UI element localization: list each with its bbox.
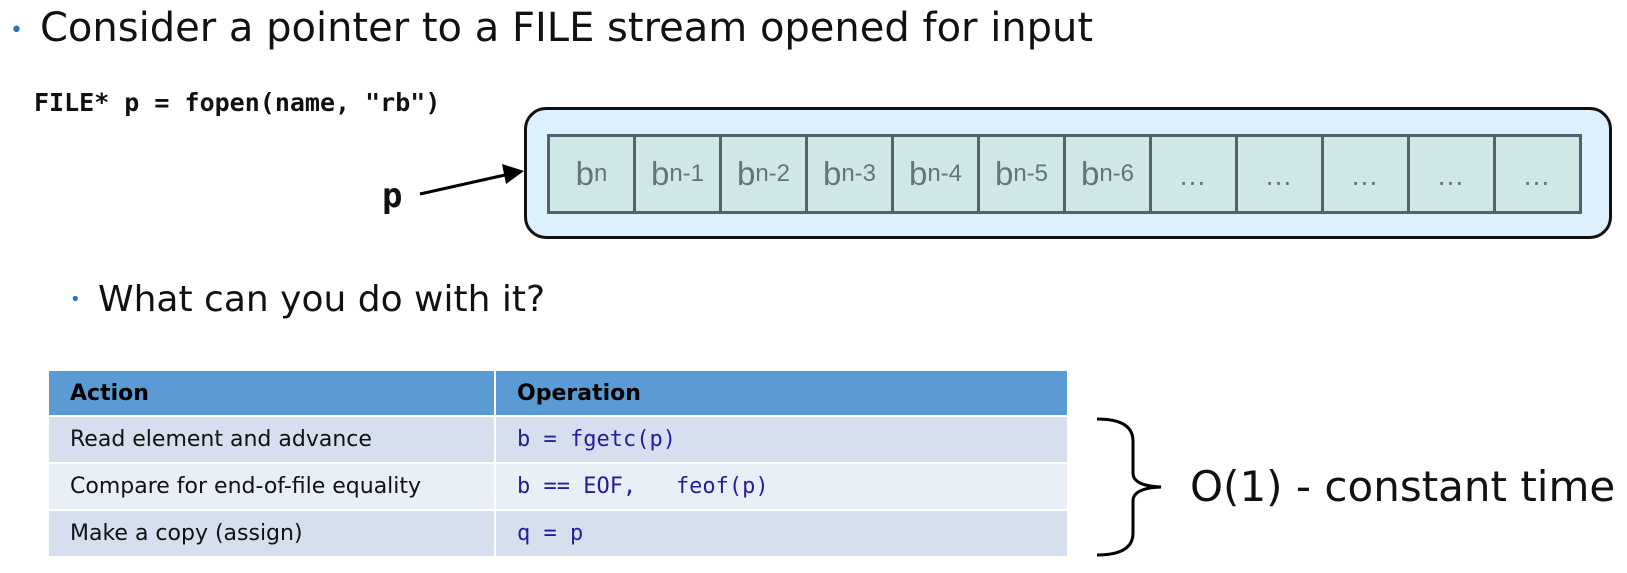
stream-cell-base: b	[736, 155, 756, 192]
pointer-label: p	[382, 176, 403, 216]
stream-cell-subscript: n	[594, 160, 608, 187]
stream-cell-base: b	[650, 155, 670, 192]
stream-cell-ellipsis: …	[1350, 160, 1381, 191]
stream-cell: …	[1324, 137, 1407, 211]
stream-cell-base: b	[575, 155, 594, 192]
sub-bullet-text: What can you do with it?	[98, 279, 546, 320]
stream-cell: …	[1410, 137, 1493, 211]
stream-cell-base: b	[908, 155, 928, 192]
table-row: Read element and advance b = fgetc(p)	[49, 415, 1069, 463]
table-header-row: Action Operation	[49, 371, 1069, 416]
stream-cell-subscript: n-1	[669, 160, 705, 187]
header-action: Action	[49, 371, 496, 416]
sub-bullet-marker: •	[70, 289, 81, 310]
table-row: Compare for end-of-file equality b == EO…	[49, 462, 1069, 510]
operation-cell: b == EOF, feof(p)	[495, 462, 1069, 510]
operation-cell: q = p	[495, 509, 1069, 556]
stream-cell-ellipsis: …	[1264, 160, 1295, 191]
bullet-marker: •	[10, 18, 23, 43]
stream-cell-subscript: n-2	[755, 160, 791, 187]
right-curly-brace	[1096, 417, 1162, 557]
operation-cell: b = fgetc(p)	[495, 415, 1069, 463]
stream-cell-base: b	[1080, 155, 1100, 192]
stream-cell-subscript: n-3	[841, 160, 877, 187]
stream-cell-ellipsis: …	[1436, 160, 1467, 191]
stream-cell: …	[1238, 137, 1321, 211]
slide-heading: Consider a pointer to a FILE stream open…	[40, 5, 1094, 51]
action-cell: Compare for end-of-file equality	[49, 462, 496, 510]
stream-cell-base: b	[822, 155, 842, 192]
action-cell: Make a copy (assign)	[49, 509, 496, 556]
action-cell: Read element and advance	[49, 415, 496, 463]
stream-cell-ellipsis: …	[1178, 160, 1209, 191]
complexity-label: O(1) - constant time	[1190, 462, 1616, 511]
stream-cell-subscript: n-6	[1099, 160, 1135, 187]
table-row: Make a copy (assign) q = p	[49, 509, 1069, 556]
operations-table: Action Operation Read element and advanc…	[49, 371, 1069, 556]
stream-cell: …	[1152, 137, 1235, 211]
stream-cell-subscript: n-4	[927, 160, 963, 187]
stream-cell: …	[1496, 137, 1579, 211]
header-operation: Operation	[495, 371, 1069, 416]
fopen-code-line: FILE* p = fopen(name, "rb")	[34, 88, 441, 117]
stream-cell-base: b	[994, 155, 1014, 192]
stream-cell-subscript: n-5	[1013, 160, 1049, 187]
stream-cell-ellipsis: …	[1522, 160, 1553, 191]
